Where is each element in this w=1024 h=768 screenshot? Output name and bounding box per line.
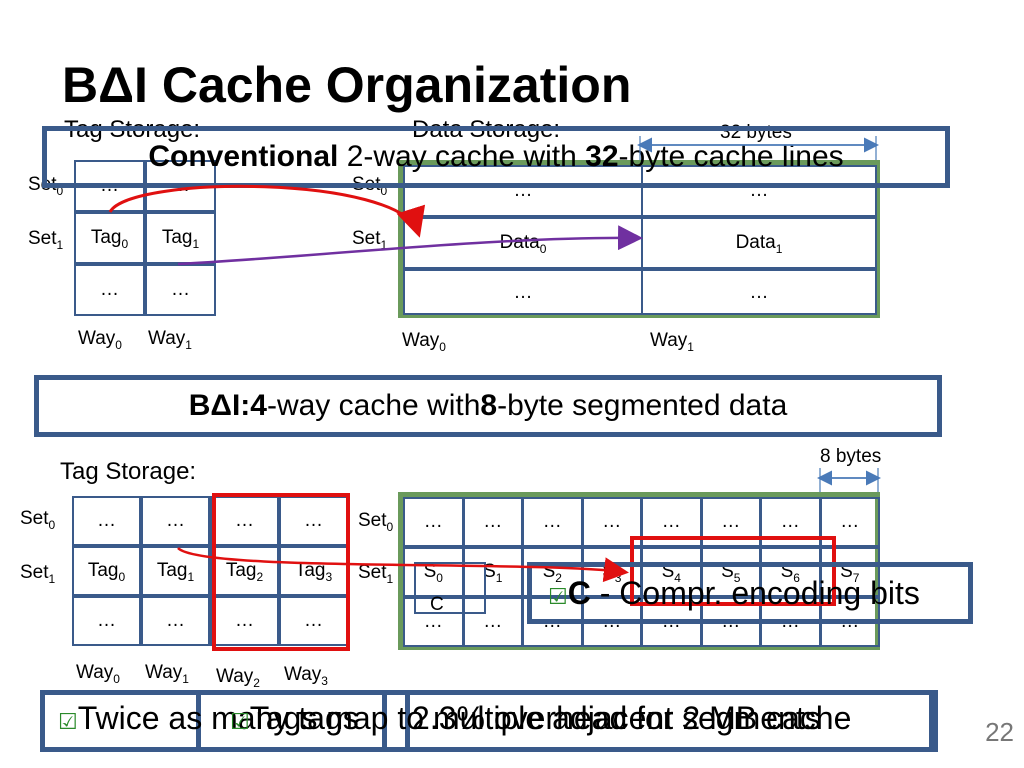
way3-label-bottom: Way3 [284,664,328,688]
tag-cell-dots: … [141,496,210,546]
data-cell-dots: … [403,269,643,315]
set1-label-data: Set1 [352,228,388,252]
tag-cell-dots: … [72,496,141,546]
way1-label-data: Way1 [650,330,694,354]
data-cell-dots: … [641,269,877,315]
check-icon: ☑ [58,709,78,734]
way2-label-bottom: Way2 [216,666,260,690]
footer-note-3: 2.3% overhead for 2 MB cache [412,700,852,736]
tag-cell-tag0: Tag0 [72,546,141,596]
page-number: 22 [985,717,1014,747]
check-icon: ☑ [230,709,250,734]
tag-cell-dots: … [210,496,279,546]
footer-note-1: ☑Twice as many tags [58,700,359,736]
footer-note-2: ☑Tags map to multiple adjacent segments [230,700,821,736]
set1-label-bottom-data: Set1 [358,562,394,586]
segment-cell-dots: … [462,497,523,547]
way1-label-bottom: Way1 [145,662,189,686]
tag-cell-tag1: Tag1 [145,212,216,264]
compression-bits-box: C [414,562,486,615]
footer-frame-2 [196,690,934,752]
set1-label-top: Set1 [28,228,64,252]
tag-cell-dots: … [279,596,348,646]
tag-cell-dots: … [145,264,216,316]
highlight-segments [630,536,836,606]
compression-note: ☑C - Compr. encoding bits [527,562,973,624]
bdi-banner: BΔI: 4-way cache with 8-byte segmented d… [34,375,942,437]
tag-cell-dots: … [279,496,348,546]
segment-cell-dots: … [522,497,583,547]
tag-storage-label-bottom: Tag Storage: [60,458,197,485]
tag-cell-dots: … [72,596,141,646]
slide-title: BΔI Cache Organization [62,57,632,113]
segment-cell-dots: … [403,497,464,547]
tag-cell-tag0: Tag0 [74,212,145,264]
tag-cell-dots: … [141,596,210,646]
data-cell-data1: Data1 [641,217,877,269]
way0-label-bottom: Way0 [76,662,120,686]
c-label: C [430,594,444,615]
set0-label-bottom: Set0 [20,508,56,532]
way0-label-top: Way0 [78,328,122,352]
segment-cell-dots: … [819,497,880,547]
data-cell-data0: Data0 [403,217,643,269]
way0-label-data: Way0 [402,330,446,354]
set1-label-bottom: Set1 [20,562,56,586]
set0-label-bottom-data: Set0 [358,510,394,534]
way1-label-top: Way1 [148,328,192,352]
tag-cell-tag1: Tag1 [141,546,210,596]
conventional-banner: Conventional 2-way cache with 32-byte ca… [42,126,950,188]
footer-frame-3 [382,690,410,752]
bytes-8-label: 8 bytes [820,446,882,467]
highlight-new-ways [212,493,350,651]
tag-cell-dots: … [74,264,145,316]
check-icon: ☑ [548,584,568,609]
tag-cell-dots: … [210,596,279,646]
